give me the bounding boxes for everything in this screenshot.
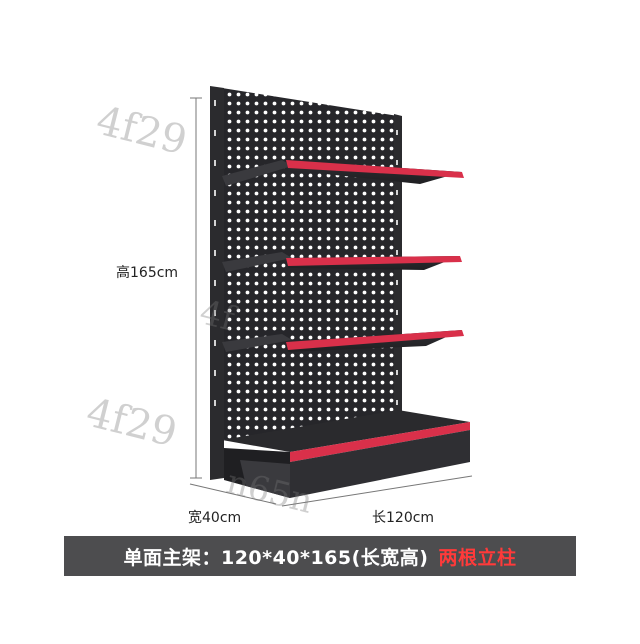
length-label: 长120cm [372, 510, 435, 526]
width-dimension-line [189, 483, 277, 505]
width-label: 宽40cm [188, 510, 242, 526]
length-dimension-line [281, 475, 473, 507]
shelf-2 [222, 252, 462, 272]
shelf-base [222, 410, 470, 498]
spec-text: 单面主架：120*40*165(长宽高) [123, 546, 429, 569]
height-label: 高165cm [116, 265, 179, 281]
shelf-1 [222, 160, 464, 186]
spec-highlight: 两根立柱 [438, 546, 517, 569]
spec-banner: 单面主架：120*40*165(长宽高) 两根立柱 [64, 536, 576, 576]
left-upright-post [210, 86, 224, 480]
dimension-lines [189, 97, 473, 507]
shelf-3 [222, 330, 464, 352]
